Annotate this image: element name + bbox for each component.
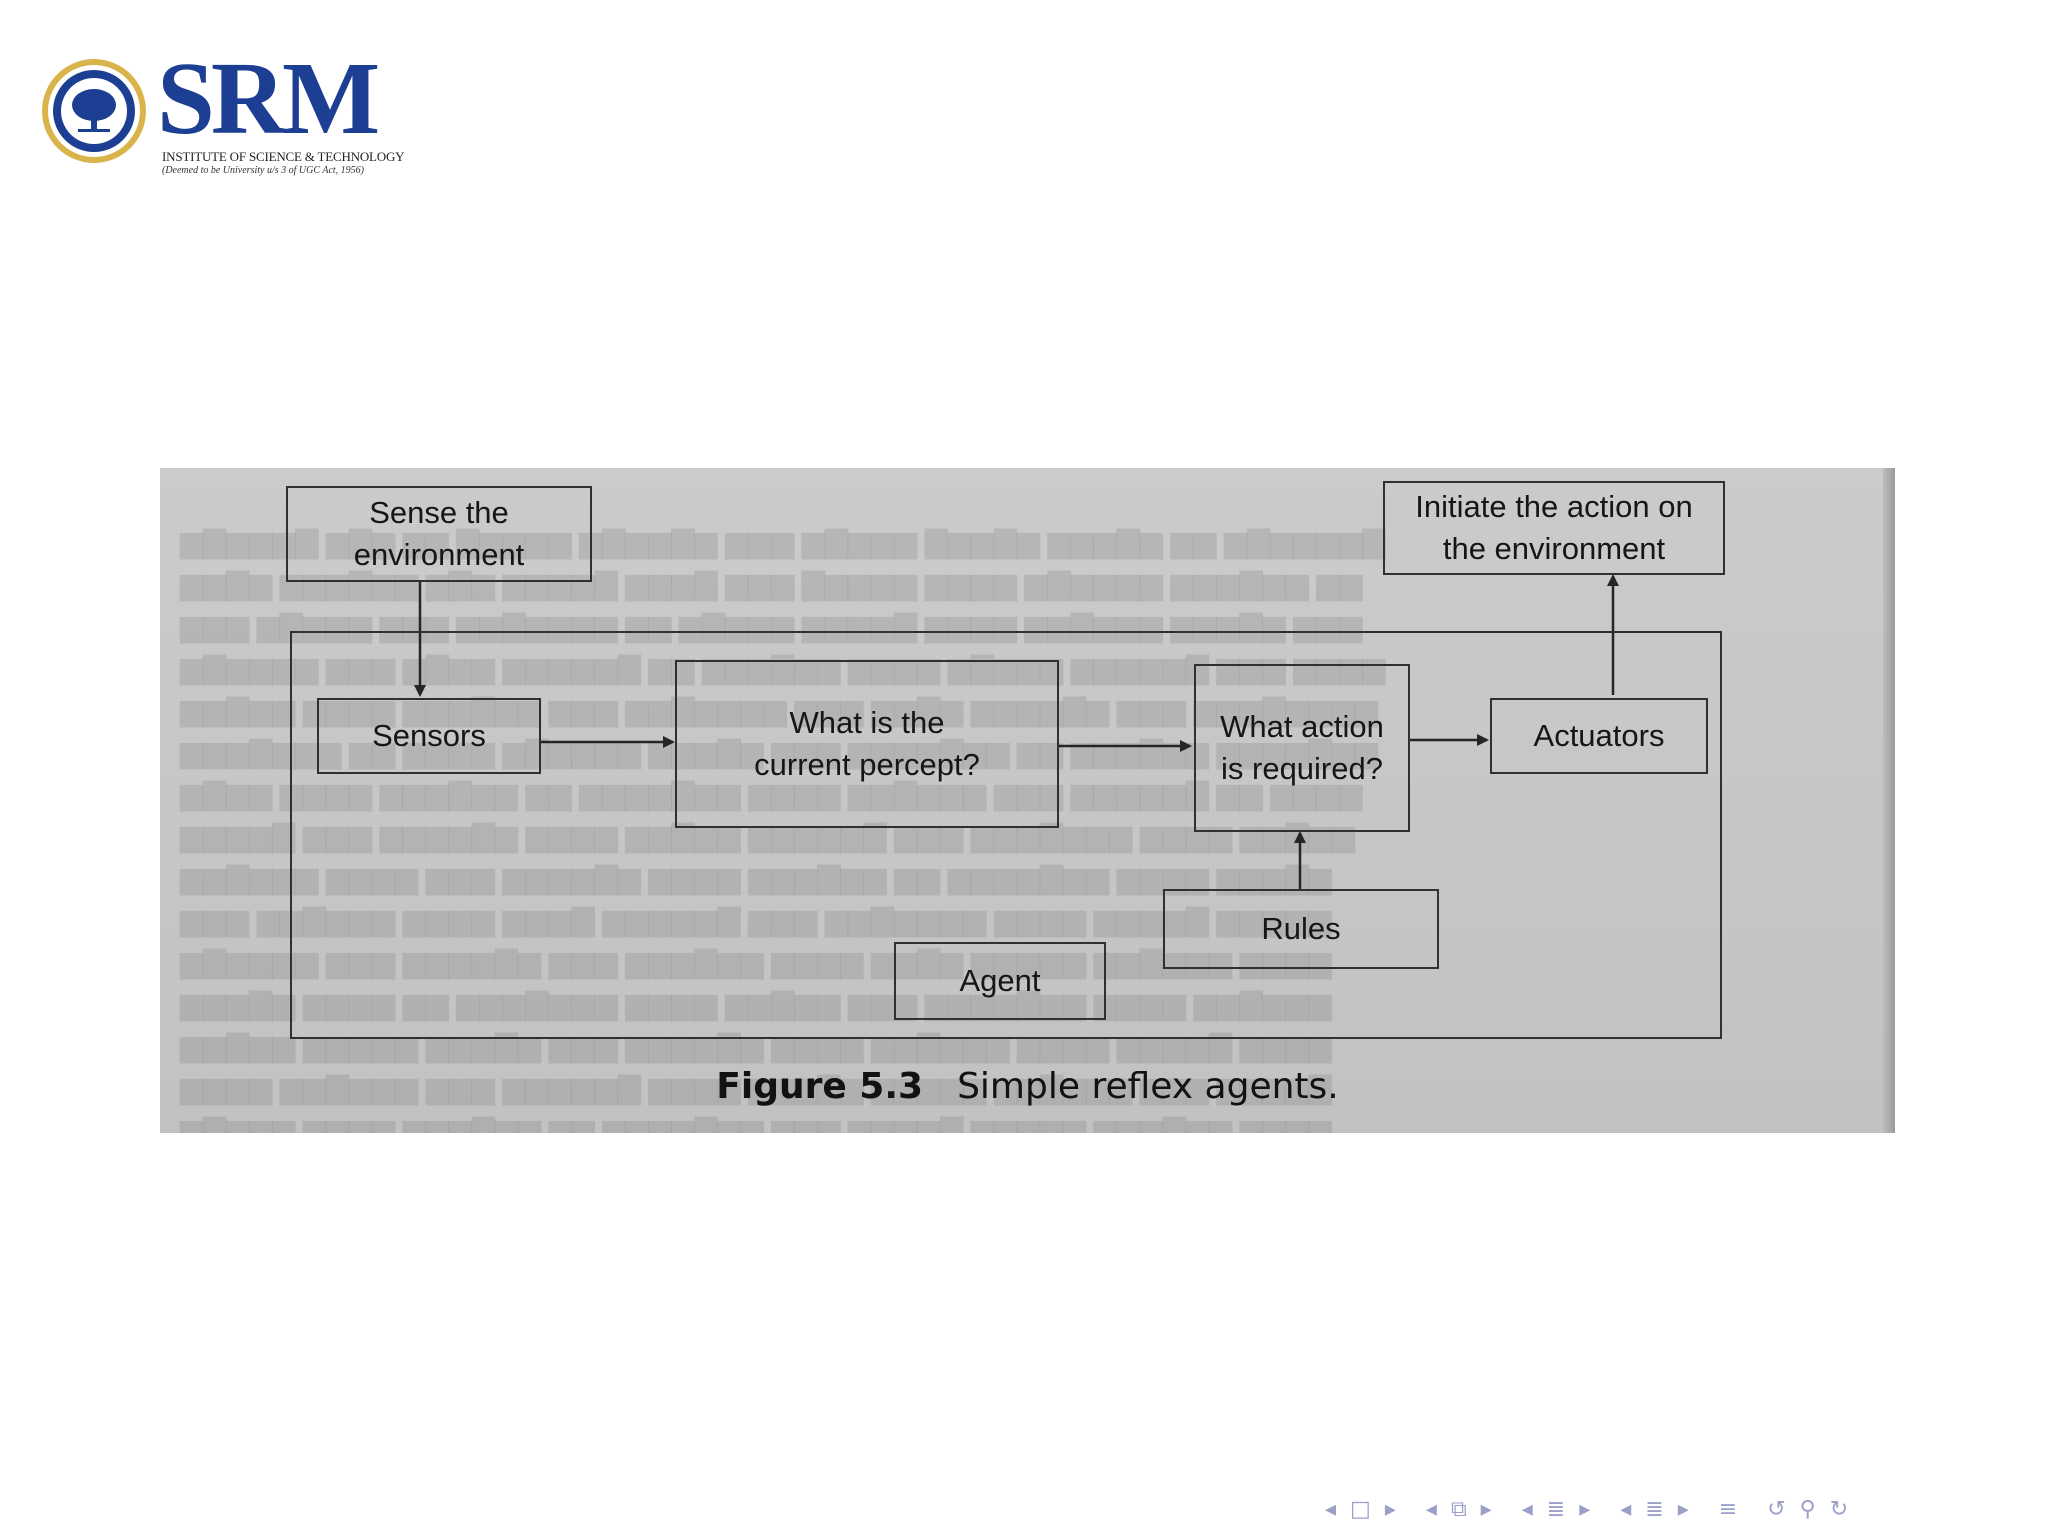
node-current-percept: What is the current percept? [675, 660, 1059, 828]
logo-deemed-note: (Deemed to be University u/s 3 of UGC Ac… [162, 165, 364, 176]
menu-icon[interactable]: ≡ [1718, 1496, 1738, 1522]
logo-institute-name: INSTITUTE OF SCIENCE & TECHNOLOGY [162, 149, 405, 164]
agent-boundary [290, 631, 1722, 1039]
figure-caption: Figure 5.3 Simple reflex agents. [160, 1066, 1895, 1107]
redo-icon[interactable]: ↻ [1829, 1496, 1849, 1522]
nav-right-icon[interactable]: ▸ [1579, 1496, 1591, 1522]
node-sense-environment: Sense the environment [286, 486, 592, 582]
diagram-arrows [414, 574, 1619, 889]
slide-navigation: ◂ □ ▸ ◂ ⧉ ▸ ◂ ≣ ▸ ◂ ≣ ▸ ≡ ↺ ⚲ ↻ [1325, 1493, 1862, 1525]
figure-number: Figure 5.3 [716, 1066, 924, 1107]
search-icon[interactable]: ⚲ [1799, 1496, 1816, 1522]
nav-right-icon[interactable]: ▸ [1677, 1496, 1689, 1522]
nav-left-icon[interactable]: ◂ [1521, 1496, 1533, 1522]
node-actuators: Actuators [1490, 698, 1708, 774]
undo-icon[interactable]: ↺ [1767, 1496, 1786, 1522]
section-icon[interactable]: ≣ [1645, 1496, 1664, 1522]
nav-right-icon[interactable]: ▸ [1480, 1496, 1492, 1522]
institute-seal-icon [42, 59, 146, 163]
frame-icon[interactable]: □ [1350, 1496, 1371, 1522]
nav-left-icon[interactable]: ◂ [1425, 1496, 1437, 1522]
figure-photo: ▆▇▆▆▆▇ ▆▇▆ ▆▆ ▇▆▆▆▆ ▆▇▆▆▇▆ ▆▆▆ ▆▇▆▆▆ ▇▆▆… [160, 468, 1895, 1133]
node-action-required: What action is required? [1194, 664, 1410, 832]
node-rules: Rules [1163, 889, 1439, 969]
section-icon[interactable]: ≣ [1546, 1496, 1566, 1522]
subsection-icon[interactable]: ⧉ [1450, 1496, 1467, 1522]
nav-right-icon[interactable]: ▸ [1384, 1496, 1396, 1522]
node-agent: Agent [894, 942, 1106, 1020]
logo-wordmark: SRM [157, 41, 380, 156]
nav-left-icon[interactable]: ◂ [1325, 1496, 1337, 1522]
node-initiate-action: Initiate the action on the environment [1383, 481, 1725, 575]
institute-logo: SRM INSTITUTE OF SCIENCE & TECHNOLOGY (D… [40, 47, 410, 185]
figure-caption-text: Simple reflex agents. [957, 1066, 1339, 1107]
node-sensors: Sensors [317, 698, 541, 774]
nav-left-icon[interactable]: ◂ [1620, 1496, 1632, 1522]
